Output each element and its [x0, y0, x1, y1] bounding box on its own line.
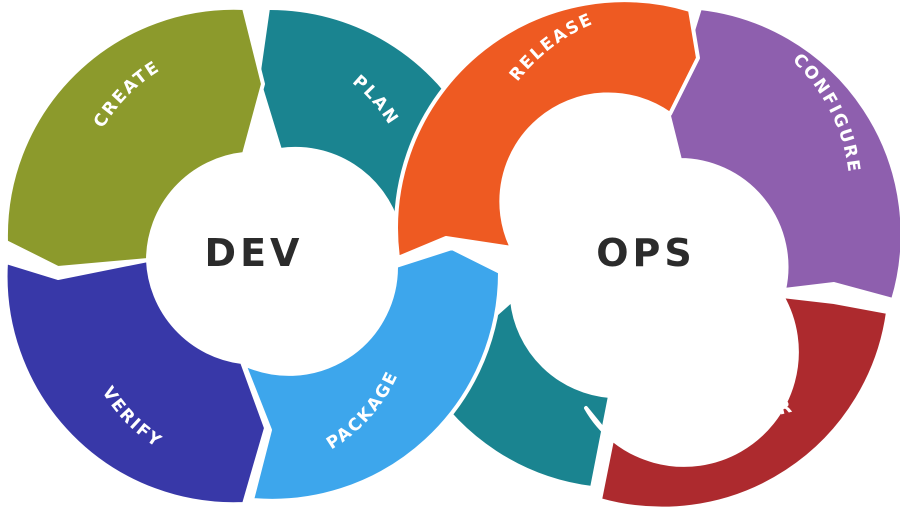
verify-segment [3, 258, 268, 507]
release-segment [394, 0, 700, 260]
configure-segment [666, 6, 900, 302]
dev-center-label: DEV [205, 231, 304, 275]
monitor-segment [584, 294, 890, 510]
package-segment [242, 246, 503, 503]
ops-center-label: OPS [596, 231, 696, 275]
create-segment [3, 5, 265, 270]
